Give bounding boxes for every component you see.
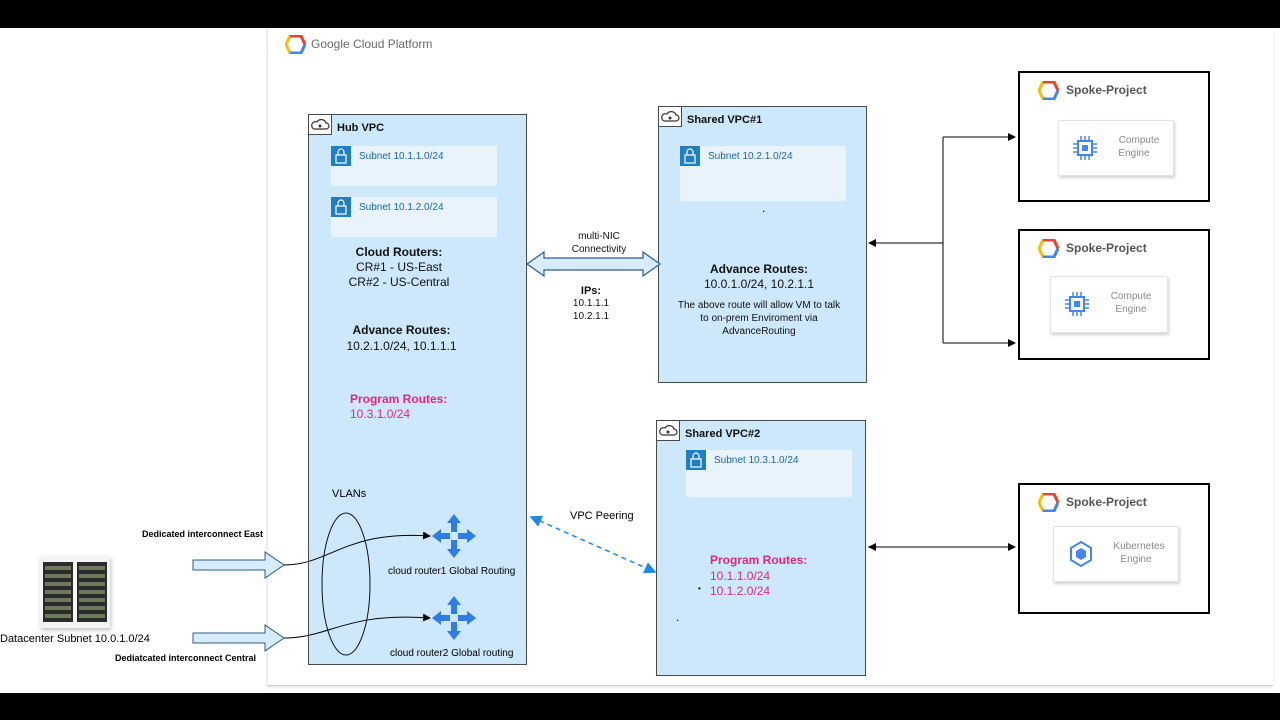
bottom-letterbox (0, 693, 1280, 720)
interconnect-east-label: Dedicated interconnect East (142, 529, 264, 539)
service-label-line2: Engine (1118, 148, 1150, 159)
kubernetes-engine-icon (1068, 540, 1094, 573)
lock-icon (331, 197, 351, 217)
cloud-router-1-text: CR#1 - US-East (355, 260, 443, 274)
service-label-line1: Compute (1110, 291, 1152, 302)
vlans-ellipse (321, 512, 371, 656)
service-label-line2: Engine (1120, 554, 1152, 565)
multi-nic-double-arrow (525, 250, 662, 278)
hub-subnet-1-label: Subnet 10.1.1.0/24 (359, 151, 444, 162)
router1-label: cloud router1 Global Routing (388, 566, 516, 577)
shared-vpc1-subnet-label: Subnet 10.2.1.0/24 (708, 151, 793, 162)
router2-link (283, 613, 431, 639)
ip-1: 10.1.1.1 (572, 298, 610, 309)
spoke-project-2-title: Spoke-Project (1066, 241, 1147, 255)
router1-link (283, 531, 431, 566)
shared-vpc1-advance-routes: 10.0.1.0/24, 10.2.1.1 (703, 277, 815, 291)
hub-program-routes: 10.3.1.0/24 (350, 407, 411, 421)
bullet-mark: • (698, 584, 701, 593)
cloud-icon (309, 115, 332, 135)
datacenter-server-rack-icon (40, 556, 110, 628)
interconnect-central-label: Dediatcated interconnect Central (115, 653, 257, 663)
shared-vpc2-program-route-1: 10.1.1.0/24 (710, 569, 771, 583)
shared-vpc1-advance-routes-heading: Advance Routes: (709, 262, 809, 276)
router2-label: cloud router2 Global routing (390, 648, 514, 659)
service-label-line1: Compute (1118, 135, 1160, 146)
cloud-icon (659, 107, 682, 127)
hub-vpc-box[interactable]: Hub VPC Subnet 10.1.1.0/24 Subnet 10.1.2… (308, 114, 527, 665)
shared-vpc1-title: Shared VPC#1 (687, 114, 763, 126)
hub-advance-routes-heading: Advance Routes: (352, 323, 451, 337)
lock-icon (331, 146, 351, 166)
spoke-project-3[interactable]: Spoke-Project Kubernetes Engine (1018, 483, 1210, 614)
stray-dot: . (676, 610, 680, 624)
compute-engine-card-2[interactable]: Compute Engine (1050, 276, 1168, 333)
top-letterbox (0, 0, 1280, 28)
ips-heading: IPs: (580, 285, 602, 297)
stray-dot: . (762, 201, 766, 215)
lock-icon (680, 146, 700, 166)
shared-vpc2-box[interactable]: Shared VPC#2 Subnet 10.3.1.0/24 Program … (656, 420, 866, 676)
hub-vpc-title: Hub VPC (337, 122, 385, 134)
shared-vpc1-subnet[interactable]: Subnet 10.2.1.0/24 (680, 146, 846, 201)
lock-icon (686, 450, 706, 470)
gcp-logo-icon (284, 34, 307, 59)
vlans-label: VLANs (332, 488, 367, 500)
gcp-logo-icon (1037, 238, 1060, 263)
hub-program-routes-heading: Program Routes: (350, 392, 448, 406)
cloud-icon (657, 421, 680, 441)
spoke-project-1-title: Spoke-Project (1066, 83, 1147, 97)
compute-engine-icon (1071, 134, 1099, 167)
shared-vpc1-note-line2: to on-prem Enviroment via (700, 313, 818, 324)
shared-vpc2-subnet-label: Subnet 10.3.1.0/24 (714, 455, 799, 466)
hub-subnet-2[interactable]: Subnet 10.1.2.0/24 (331, 197, 497, 237)
kubernetes-engine-card[interactable]: Kubernetes Engine (1053, 526, 1179, 582)
shared-vpc1-note-line1: The above route will allow VM to talk (677, 300, 841, 311)
service-label-line2: Engine (1115, 304, 1147, 315)
hub-subnet-2-label: Subnet 10.1.2.0/24 (359, 202, 444, 213)
shared-vpc2-subnet[interactable]: Subnet 10.3.1.0/24 (686, 450, 852, 497)
router2-icon (432, 596, 476, 640)
cloud-router-2-text: CR#2 - US-Central (348, 275, 450, 289)
hub-advance-routes: 10.2.1.0/24, 10.1.1.1 (346, 339, 457, 353)
interconnect-central-arrow (192, 624, 285, 652)
compute-engine-card-1[interactable]: Compute Engine (1058, 120, 1174, 176)
service-label-line1: Kubernetes (1113, 541, 1165, 552)
shared-vpc2-program-route-2: 10.1.2.0/24 (710, 584, 771, 598)
shared-vpc2-title: Shared VPC#2 (685, 428, 761, 440)
gcp-logo-icon (1037, 80, 1060, 105)
ip-2: 10.2.1.1 (572, 311, 610, 322)
router1-icon (432, 514, 476, 558)
gcp-logo-icon (1037, 492, 1060, 517)
multi-nic-label-line2: Connectivity (571, 244, 627, 255)
spoke-project-1[interactable]: Spoke-Project Compute Engine (1018, 71, 1210, 202)
interconnect-east-arrow (192, 551, 285, 579)
shared-vpc1-box[interactable]: Shared VPC#1 Subnet 10.2.1.0/24 . Advanc… (658, 106, 867, 383)
compute-engine-icon (1063, 290, 1091, 323)
spoke-project-2[interactable]: Spoke-Project Compute Engine (1018, 229, 1210, 360)
vpc-peering-arrow (529, 515, 657, 574)
gcp-title: Google Cloud Platform (311, 37, 433, 51)
hub-subnet-1[interactable]: Subnet 10.1.1.0/24 (331, 146, 497, 186)
cloud-routers-heading: Cloud Routers: (355, 245, 443, 259)
datacenter-label: Datacenter Subnet 10.0.1.0/24 (0, 633, 150, 645)
multi-nic-label-line1: multi-NIC (578, 231, 620, 242)
shared-vpc2-program-routes-heading: Program Routes: (710, 553, 808, 567)
shared-vpc1-note-line3: AdvanceRouting (722, 326, 796, 337)
spoke-project-3-title: Spoke-Project (1066, 495, 1147, 509)
